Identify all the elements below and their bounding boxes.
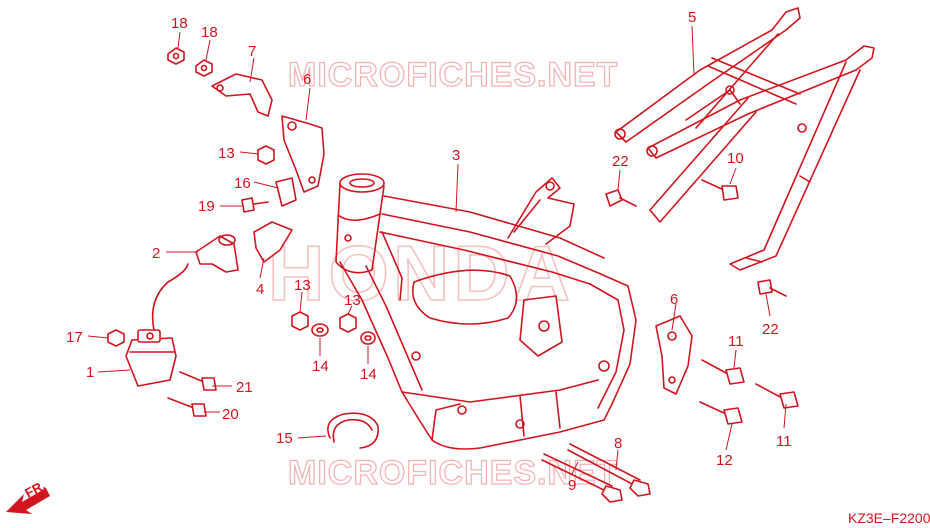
bolt-10[interactable]: [701, 179, 739, 201]
callout-13-upper: 13: [218, 145, 235, 162]
wire-clamp[interactable]: [275, 177, 297, 207]
front-direction-arrow: FR.: [6, 478, 50, 514]
engine-hanger-plate-lower[interactable]: [655, 315, 693, 395]
washer-14-right[interactable]: [360, 331, 376, 345]
watermark-brand: HONDA: [268, 229, 574, 317]
main-frame-part[interactable]: [335, 173, 637, 450]
bolt-22-upper[interactable]: [605, 189, 637, 207]
callout-22-lower: 22: [762, 321, 779, 338]
rubber-band[interactable]: [327, 412, 379, 449]
bolt-20[interactable]: [167, 397, 207, 417]
engine-mount-bolt-9[interactable]: [541, 453, 623, 503]
callout-22-upper: 22: [612, 153, 629, 170]
nut-18-left[interactable]: [167, 47, 185, 65]
bolt-22-lower[interactable]: [757, 279, 787, 297]
callout-11-upper: 11: [728, 333, 744, 350]
washer-14-left[interactable]: [311, 323, 329, 337]
callout-18-left: 18: [171, 15, 188, 32]
callout-6-lower: 6: [670, 291, 678, 308]
callout-7: 7: [248, 43, 256, 60]
nut-18-right[interactable]: [195, 59, 213, 77]
callout-18-right: 18: [201, 24, 218, 41]
callout-6-upper: 6: [303, 71, 311, 88]
nut-17[interactable]: [107, 329, 125, 347]
diagram-code: KZ3E–F2200: [848, 510, 930, 526]
subframe-part[interactable]: [614, 7, 875, 271]
engine-hanger-plate-upper[interactable]: [281, 115, 325, 193]
callout-9: 9: [568, 477, 576, 494]
callout-13-left: 13: [294, 277, 311, 294]
ignition-coil[interactable]: [125, 329, 177, 387]
callout-5: 5: [688, 9, 696, 26]
callout-8: 8: [614, 435, 622, 452]
bolt-12[interactable]: [699, 401, 743, 425]
callout-11-lower: 11: [776, 433, 792, 450]
watermark-bottom: MICROFICHES.NET: [288, 454, 618, 492]
callout-17: 17: [66, 329, 83, 346]
bolt-11-lower[interactable]: [755, 383, 799, 409]
nut-13-right[interactable]: [339, 313, 357, 333]
high-tension-wire: [151, 263, 189, 331]
coil-bracket[interactable]: [253, 221, 293, 263]
callout-16: 16: [234, 175, 251, 192]
bolt-11-upper[interactable]: [701, 359, 745, 385]
callout-4: 4: [256, 281, 264, 298]
callout-14-right: 14: [360, 366, 377, 383]
bolt-21[interactable]: [179, 371, 217, 391]
nut-13-left[interactable]: [291, 311, 309, 331]
arrow-left-icon: [6, 488, 50, 514]
callout-13-right: 13: [344, 292, 361, 309]
spark-plug-cap[interactable]: [195, 234, 239, 273]
callout-21: 21: [236, 379, 253, 396]
callout-1: 1: [86, 364, 94, 381]
callout-19: 19: [198, 198, 215, 215]
callout-20: 20: [222, 406, 239, 423]
callout-12: 12: [716, 452, 733, 469]
bolt-19[interactable]: [241, 197, 269, 213]
watermark-top: MICROFICHES.NET: [288, 56, 618, 94]
callout-2: 2: [152, 245, 160, 262]
cable-stay[interactable]: [211, 73, 273, 117]
engine-mount-bolt-8[interactable]: [567, 443, 651, 497]
callout-14-left: 14: [312, 358, 329, 375]
callout-15: 15: [276, 430, 293, 447]
callout-3: 3: [452, 147, 460, 164]
nut-13-upper[interactable]: [257, 145, 275, 165]
callout-10: 10: [727, 150, 744, 167]
